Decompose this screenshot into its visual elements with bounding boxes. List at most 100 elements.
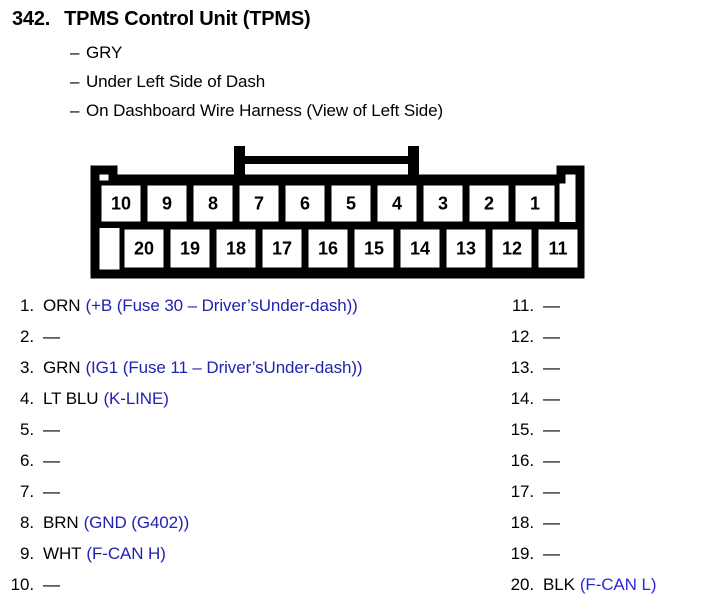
- pin-empty-marker: —: [543, 420, 560, 439]
- pin-signal-name: (IG1 (Fuse 11 – Driver’sUnder-dash)): [85, 358, 363, 377]
- pin-number: 17.: [510, 482, 534, 501]
- subtitle-line-harness: –On Dashboard Wire Harness (View of Left…: [70, 101, 443, 121]
- pin-empty-marker: —: [543, 296, 560, 315]
- pin-label: 11: [548, 239, 567, 259]
- pin-list-item: 7. —: [0, 480, 60, 504]
- subtitle-text: On Dashboard Wire Harness (View of Left …: [86, 101, 444, 120]
- pin-label: 15: [364, 239, 384, 259]
- pin-signal-name: (+B (Fuse 30 – Driver’sUnder-dash)): [85, 296, 358, 315]
- pin-wire-color: LT BLU: [43, 389, 99, 408]
- pin-list-item: 19. —: [500, 542, 560, 566]
- pin-label: 9: [162, 194, 172, 214]
- subtitle-line-location: –Under Left Side of Dash: [70, 72, 265, 92]
- pin-empty-marker: —: [43, 327, 60, 346]
- pin-list-item: 16. —: [500, 449, 560, 473]
- pin-label: 18: [226, 239, 246, 259]
- pin-number: 12.: [510, 327, 534, 346]
- subtitle-text: GRY: [86, 43, 123, 62]
- pin-number: 19.: [510, 544, 534, 563]
- pin-label: 10: [111, 194, 131, 214]
- pin-number: 13.: [510, 358, 534, 377]
- pin-number: 4.: [20, 389, 34, 408]
- pin-number: 8.: [20, 513, 34, 532]
- pin-cell: [418, 180, 468, 227]
- pin-cell: [188, 180, 238, 227]
- pin-list-item: 11. —: [500, 294, 560, 318]
- pin-label: 8: [208, 194, 218, 214]
- pin-empty-marker: —: [543, 358, 560, 377]
- pin-list-item: 12. —: [500, 325, 560, 349]
- pin-number: 15.: [510, 420, 534, 439]
- pin-wire-color: BRN: [43, 513, 79, 532]
- pin-label: 4: [392, 194, 402, 214]
- pin-number: 7.: [20, 482, 34, 501]
- pin-list-item: 1.ORN(+B (Fuse 30 – Driver’sUnder-dash)): [0, 294, 358, 318]
- pin-signal-name: (GND (G402)): [83, 513, 190, 532]
- bullet-dash-icon: –: [70, 43, 80, 62]
- pin-label: 12: [502, 239, 522, 259]
- pin-empty-marker: —: [43, 482, 60, 501]
- connector-bottom-row: 20 19 18 17 16 15 14 13 12 11: [119, 224, 583, 273]
- pin-label: 2: [484, 194, 494, 214]
- pin-wire-color: WHT: [43, 544, 82, 563]
- pin-empty-marker: —: [543, 544, 560, 563]
- pin-empty-marker: —: [543, 451, 560, 470]
- pin-label: 13: [456, 239, 476, 259]
- pin-number: 16.: [510, 451, 534, 470]
- pin-number: 5.: [20, 420, 34, 439]
- pin-number: 2.: [20, 327, 34, 346]
- pin-list-item: 20. BLK(F-CAN L): [500, 573, 657, 597]
- pin-empty-marker: —: [543, 327, 560, 346]
- entry-title: TPMS Control Unit (TPMS): [64, 8, 311, 30]
- pin-number: 10.: [10, 575, 34, 594]
- pin-label: 5: [346, 194, 356, 214]
- pin-label: 6: [300, 194, 310, 214]
- pin-label: 16: [318, 239, 338, 259]
- bullet-dash-icon: –: [70, 72, 80, 91]
- pin-cell: [510, 180, 560, 227]
- pin-signal-name: (F-CAN L): [579, 575, 657, 594]
- pin-list-item: 9. WHT(F-CAN H): [0, 542, 166, 566]
- pin-list-item: 3. GRN(IG1 (Fuse 11 – Driver’sUnder-dash)…: [0, 356, 363, 380]
- pin-number: 6.: [20, 451, 34, 470]
- pin-label: 14: [410, 239, 430, 259]
- pin-empty-marker: —: [43, 420, 60, 439]
- pin-label: 1: [530, 194, 540, 214]
- pin-label: 7: [254, 194, 264, 214]
- pin-number: 14.: [510, 389, 534, 408]
- pin-label: 19: [180, 239, 200, 259]
- pin-cell: [303, 224, 353, 273]
- pin-empty-marker: —: [43, 575, 60, 594]
- pin-signal-name: (F-CAN H): [86, 544, 166, 563]
- page-title: 342.TPMS Control Unit (TPMS): [12, 8, 311, 31]
- pin-cell: [395, 224, 445, 273]
- pin-number: 11.: [511, 296, 534, 315]
- pin-cell: [234, 180, 284, 227]
- pin-cell: [326, 180, 376, 227]
- pin-list-item: 4.LT BLU(K-LINE): [0, 387, 169, 411]
- subtitle-text: Under Left Side of Dash: [86, 72, 266, 91]
- pin-wire-color: ORN: [43, 296, 81, 315]
- pin-list-item: 2. —: [0, 325, 60, 349]
- pin-list-item: 14. —: [500, 387, 560, 411]
- pin-list-item: 15. —: [500, 418, 560, 442]
- pin-cell: [96, 180, 146, 227]
- pin-label: 17: [272, 239, 292, 259]
- bullet-dash-icon: –: [70, 101, 80, 120]
- pin-number: 20.: [510, 575, 534, 594]
- subtitle-line-color: –GRY: [70, 43, 122, 63]
- pin-number: 3.: [20, 358, 34, 377]
- pin-cell: [280, 180, 330, 227]
- pin-empty-marker: —: [543, 389, 560, 408]
- pin-empty-marker: —: [543, 482, 560, 501]
- pin-list-item: 8. BRN(GND (G402)): [0, 511, 189, 535]
- pin-wire-color: BLK: [543, 575, 575, 594]
- pin-list-item: 13. —: [500, 356, 560, 380]
- pin-list-item: 17. —: [500, 480, 560, 504]
- pin-wire-color: GRN: [43, 358, 81, 377]
- pin-label: 20: [134, 239, 154, 259]
- pin-number: 9.: [20, 544, 34, 563]
- pin-empty-marker: —: [543, 513, 560, 532]
